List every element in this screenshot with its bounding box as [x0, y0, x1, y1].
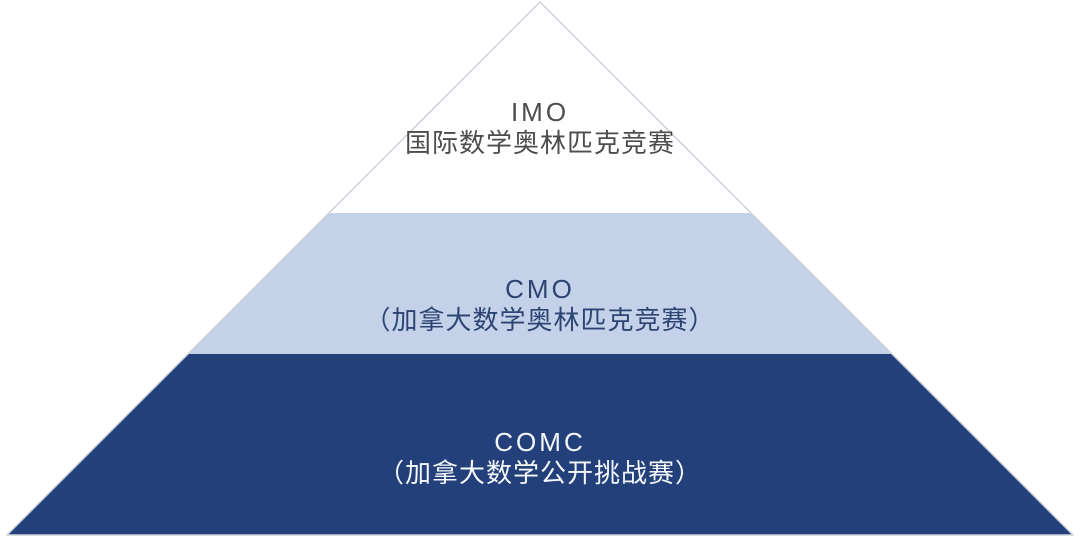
pyramid-tier3-shape	[7, 354, 1073, 535]
pyramid-tier1-shape	[329, 2, 751, 213]
pyramid-tier2-shape	[188, 213, 892, 354]
pyramid-outline	[6, 1, 1074, 536]
